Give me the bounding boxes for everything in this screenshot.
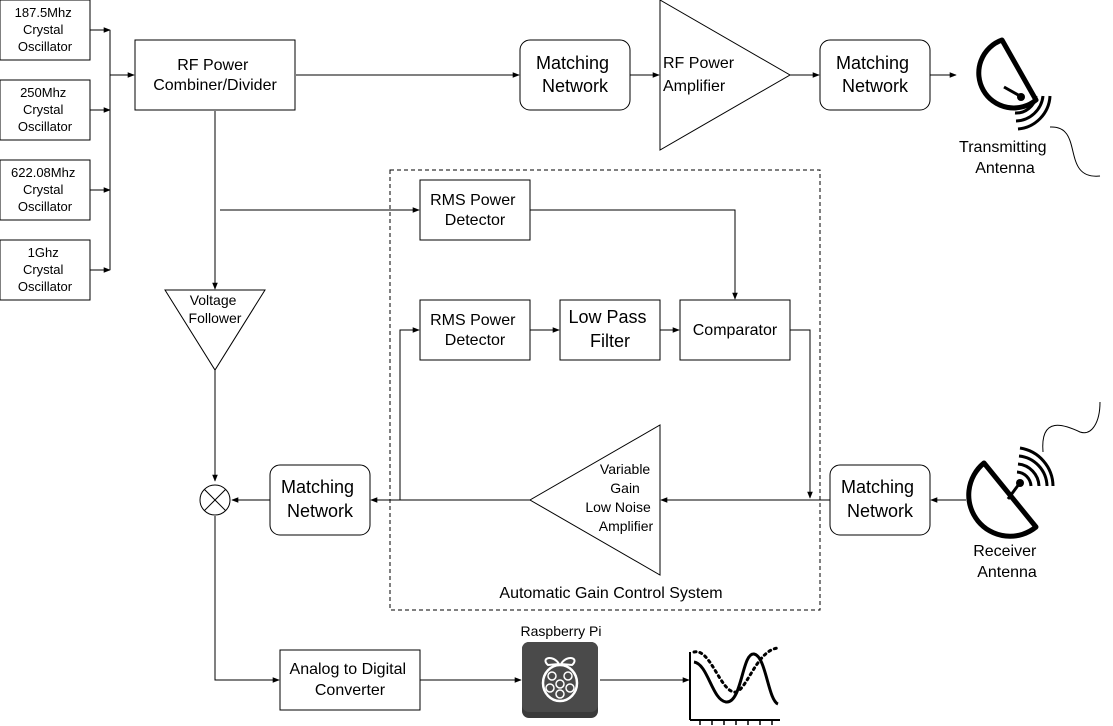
matching-network-label: Matching Network (536, 53, 614, 96)
oscillator-622-08mhz[interactable]: 622.08Mhz Crystal Oscillator (0, 159, 91, 221)
mixer-icon (199, 484, 231, 516)
low-pass-filter-label: Low Pass Filter (568, 307, 651, 351)
adc-label: Analog to Digital Converter (290, 661, 411, 699)
rms1-to-comparator-wire (530, 209, 738, 300)
matching-network-label: Matching Network (836, 53, 914, 96)
connections (90, 27, 966, 683)
raspberry-pi-label: Raspberry Pi (521, 623, 602, 639)
tx-matching-network-2[interactable]: Matching Network (819, 39, 931, 111)
comparator-to-vga-control-wire (790, 329, 813, 499)
mixer[interactable] (199, 484, 231, 516)
matching-network-label: Matching Network (281, 477, 359, 521)
tx-antenna-label: Transmitting Antenna (959, 139, 1051, 177)
matching-network-label: Matching Network (841, 477, 919, 521)
comparator-label: Comparator (693, 322, 778, 339)
tx-matching-network-1[interactable]: Matching Network (519, 39, 631, 111)
oscillator-label: 622.08Mhz Crystal Oscillator (11, 165, 79, 214)
oscillator-187-5mhz[interactable]: 187.5Mhz Crystal Oscillator (0, 0, 91, 61)
dish-antenna-icon (976, 37, 1052, 131)
dish-antenna-icon (966, 446, 1055, 539)
comparator[interactable]: Comparator (679, 299, 791, 361)
agc-group-label: Automatic Gain Control System (499, 585, 722, 602)
voltage-follower-label: Voltage Follower (189, 292, 242, 326)
rms-detector-label: RMS Power Detector (430, 192, 520, 229)
rms-power-detector-1[interactable]: RMS Power Detector (419, 179, 531, 241)
oscillator-label: 1Ghz Crystal Oscillator (18, 245, 73, 294)
antenna-cable (1042, 401, 1101, 453)
oscillator-1ghz[interactable]: 1Ghz Crystal Oscillator (0, 239, 91, 301)
mixer-to-adc-wire (214, 516, 280, 683)
rms-detector-label: RMS Power Detector (430, 312, 520, 349)
output-plot (689, 646, 780, 725)
oscillator-label: 187.5Mhz Crystal Oscillator (15, 5, 76, 54)
transmitting-antenna[interactable]: Transmitting Antenna (959, 37, 1101, 177)
antenna-cable (1049, 126, 1101, 177)
vga-label: Variable Gain Low Noise Amplifier (585, 461, 654, 534)
analog-to-digital-converter[interactable]: Analog to Digital Converter (279, 649, 421, 711)
mixer-matching-network[interactable]: Matching Network (269, 464, 371, 536)
oscillator-250mhz[interactable]: 250Mhz Crystal Oscillator (0, 79, 91, 141)
vga-feedback-to-rms2-wire (399, 327, 420, 500)
agc-group-border (389, 169, 821, 611)
raspberry-pi[interactable] (522, 642, 598, 718)
rx-matching-network[interactable]: Matching Network (829, 464, 931, 536)
raspberry-pi-icon (522, 642, 598, 718)
voltage-follower[interactable]: Voltage Follower (164, 289, 266, 371)
rf-power-amplifier[interactable]: RF Power Amplifier (659, 0, 792, 151)
low-pass-filter[interactable]: Low Pass Filter (559, 299, 661, 361)
amplifier-label: RF Power Amplifier (663, 55, 739, 95)
variable-gain-lna[interactable]: Variable Gain Low Noise Amplifier (528, 424, 661, 576)
combiner-label: RF Power Combiner/Divider (153, 57, 277, 94)
oscillator-label: 250Mhz Crystal Oscillator (18, 85, 73, 134)
rx-antenna-label: Receiver Antenna (973, 543, 1041, 581)
waveform-plot-icon (689, 646, 780, 725)
rf-power-combiner[interactable]: RF Power Combiner/Divider (134, 39, 296, 111)
rms-power-detector-2[interactable]: RMS Power Detector (419, 299, 531, 361)
receiver-antenna[interactable]: Receiver Antenna (966, 401, 1101, 581)
